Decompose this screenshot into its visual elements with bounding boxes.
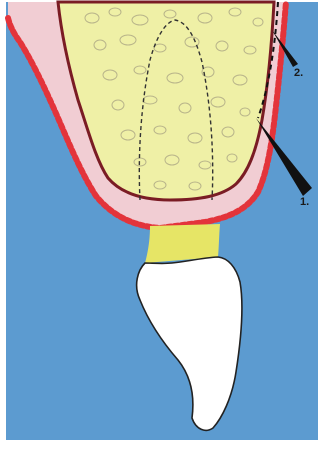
callout-1-label: 1. (300, 196, 309, 208)
callout-2-label: 2. (294, 67, 303, 79)
